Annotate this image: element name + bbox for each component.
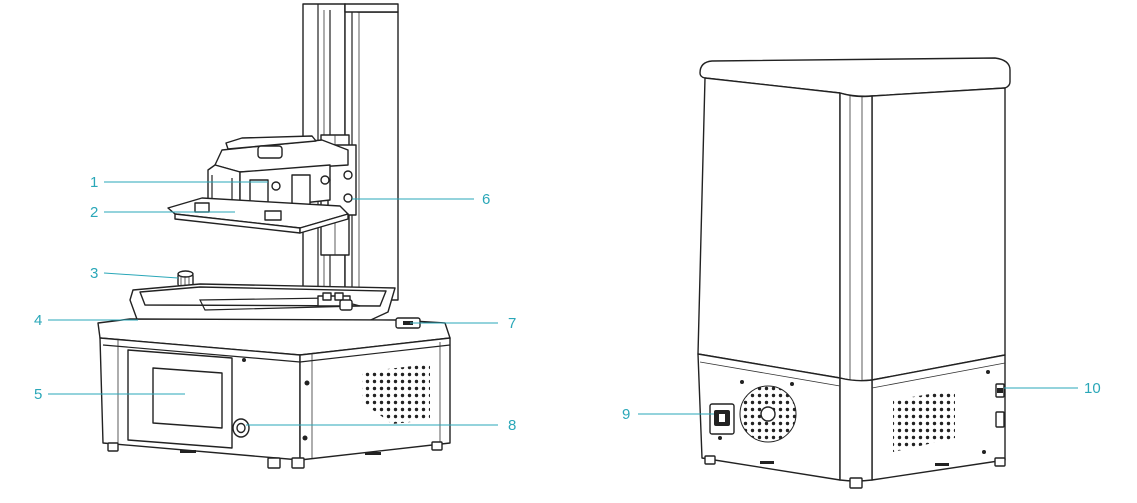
callout-8: 8 xyxy=(508,417,516,434)
uv-cover xyxy=(697,57,1011,382)
front-view-printer xyxy=(97,3,451,469)
callout-2: 2 xyxy=(90,204,98,221)
rear-view-printer xyxy=(697,57,1011,489)
rear-vent-grille xyxy=(893,390,955,452)
callout-10: 10 xyxy=(1084,380,1101,397)
callout-7: 7 xyxy=(508,315,516,332)
power-switch xyxy=(995,383,1005,428)
resin-vat xyxy=(129,283,396,340)
touch-screen xyxy=(127,349,233,449)
resin-vat-knob xyxy=(177,270,194,287)
rear-base xyxy=(697,353,1006,489)
callout-9: 9 xyxy=(622,406,630,423)
power-socket xyxy=(709,403,735,435)
callout-6: 6 xyxy=(482,191,490,208)
callout-1: 1 xyxy=(90,174,98,191)
callout-4: 4 xyxy=(34,312,42,329)
power-button xyxy=(232,418,250,438)
callouts: 1 2 3 4 5 6 7 8 9 10 xyxy=(34,174,1101,434)
side-vent-grille xyxy=(362,364,430,424)
cooling-fan xyxy=(739,385,797,443)
callout-3: 3 xyxy=(90,265,98,282)
build-plate xyxy=(167,197,349,234)
callout-5: 5 xyxy=(34,386,42,403)
build-platform-assembly xyxy=(207,135,349,215)
vat-clamp-knobs xyxy=(322,292,353,311)
